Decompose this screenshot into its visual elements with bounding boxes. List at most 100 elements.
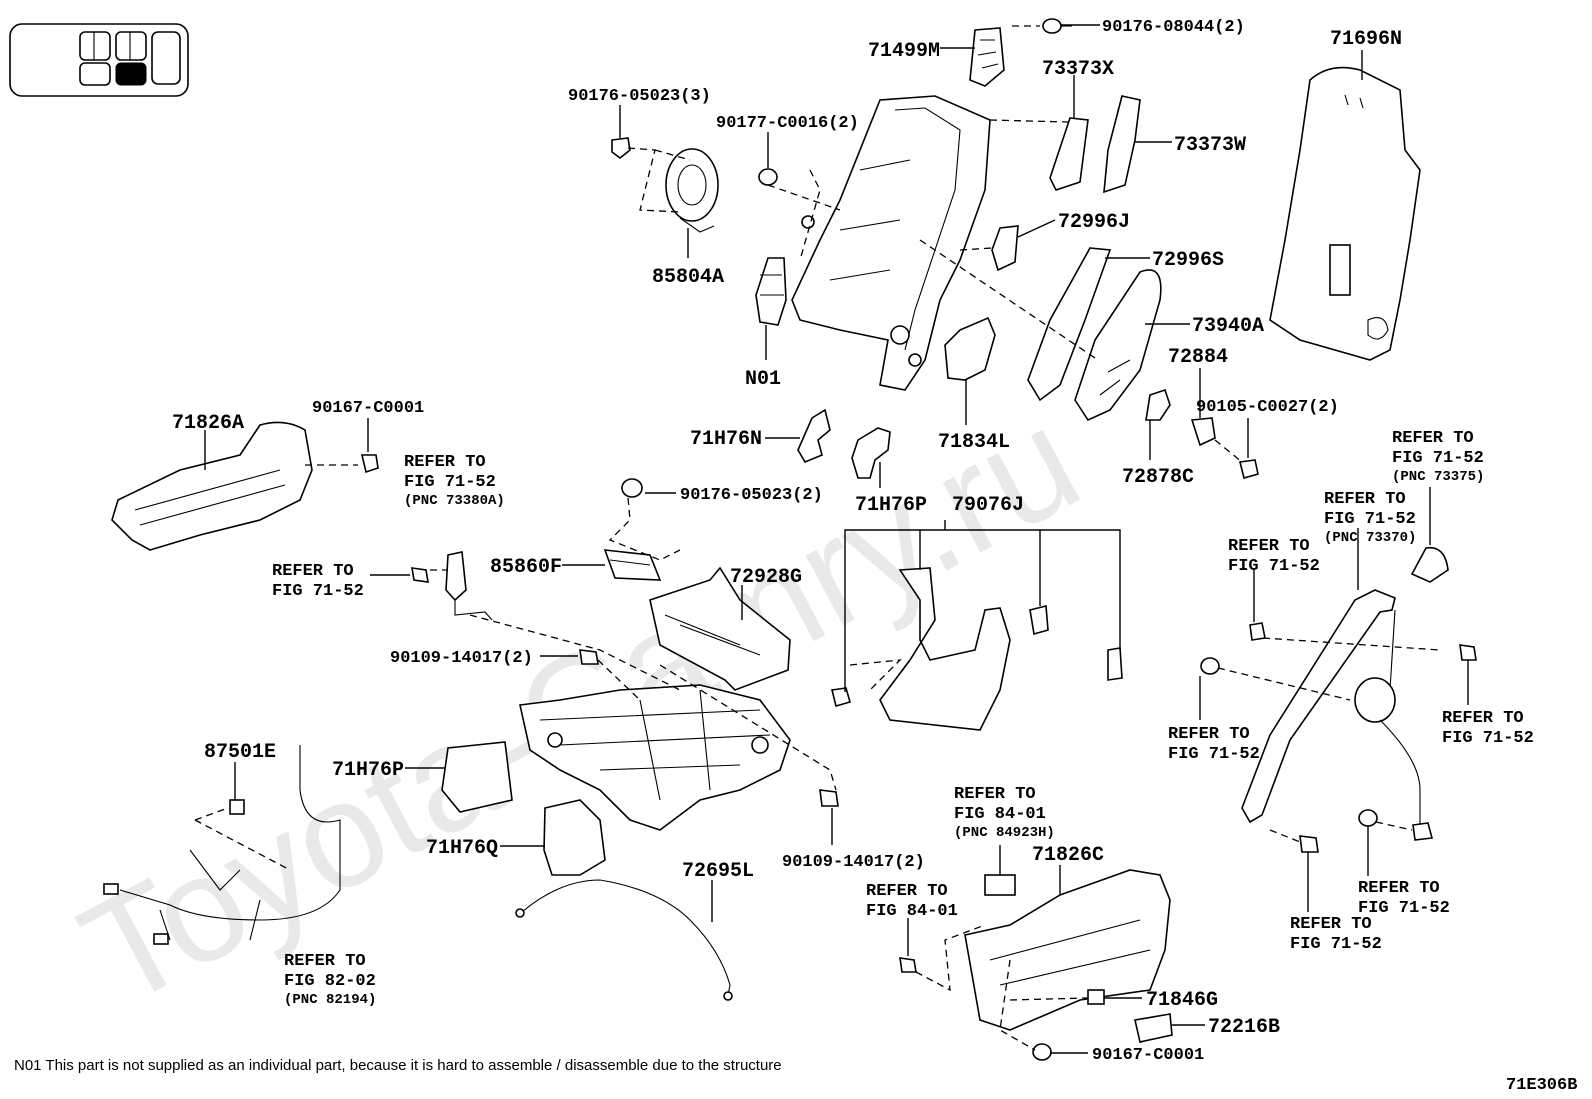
label-90177-C0016: 90177-C0016(2) bbox=[716, 114, 859, 133]
part-72216B-drawing bbox=[1134, 1013, 1173, 1043]
svg-text:REFER TO: REFER TO bbox=[272, 562, 354, 581]
refer-block-73375: REFER TO FIG 71-52 (PNC 73375) bbox=[1392, 429, 1484, 485]
part-71H76Q-drawing bbox=[543, 799, 606, 876]
label-72216B: 72216B bbox=[1208, 1016, 1280, 1039]
bolt-90105-C0027-icon bbox=[1239, 459, 1259, 479]
svg-text:FIG 71-52: FIG 71-52 bbox=[1392, 449, 1484, 468]
label-N01: N01 bbox=[745, 368, 781, 391]
svg-text:REFER TO: REFER TO bbox=[284, 952, 366, 971]
svg-text:REFER TO: REFER TO bbox=[954, 785, 1036, 804]
svg-text:FIG 84-01: FIG 84-01 bbox=[954, 805, 1046, 824]
refer-block-73380A: REFER TO FIG 71-52 (PNC 73380A) bbox=[404, 453, 505, 509]
refer-block-right-upper: REFER TO FIG 71-52 bbox=[1228, 537, 1320, 576]
label-71499M: 71499M bbox=[868, 40, 940, 63]
svg-text:FIG 71-52: FIG 71-52 bbox=[1228, 557, 1320, 576]
refer-block-left-belt-bolt: REFER TO FIG 71-52 bbox=[272, 562, 364, 601]
part-73373W-drawing bbox=[1103, 95, 1141, 194]
label-90176-08044: 90176-08044(2) bbox=[1102, 18, 1245, 37]
svg-text:REFER TO: REFER TO bbox=[1392, 429, 1474, 448]
label-72695L: 72695L bbox=[682, 860, 754, 883]
label-71H76P-mid: 71H76P bbox=[332, 759, 404, 782]
svg-text:FIG 82-02: FIG 82-02 bbox=[284, 972, 376, 991]
label-72928G: 72928G bbox=[730, 566, 802, 589]
part-71499M-drawing bbox=[969, 27, 1005, 87]
label-90109-14017-b: 90109-14017(2) bbox=[782, 853, 925, 872]
svg-text:(PNC 73380A): (PNC 73380A) bbox=[404, 493, 505, 509]
refer-block-73370: REFER TO FIG 71-52 (PNC 73370) bbox=[1324, 490, 1416, 546]
part-73940A-drawing bbox=[1074, 269, 1162, 422]
part-85860F-drawing bbox=[603, 549, 662, 581]
bolt-90176-05023-icon bbox=[611, 137, 631, 160]
part-72996S-drawing bbox=[1027, 247, 1112, 402]
label-90109-14017-a: 90109-14017(2) bbox=[390, 649, 533, 668]
label-79076J: 79076J bbox=[952, 494, 1024, 517]
part-72878C-drawing bbox=[1145, 388, 1171, 421]
label-90167-C0001-top: 90167-C0001 bbox=[312, 399, 424, 418]
label-71826A: 71826A bbox=[172, 412, 244, 435]
part-71826A-drawing bbox=[111, 421, 313, 551]
label-85804A: 85804A bbox=[652, 266, 724, 289]
part-72884-drawing bbox=[1190, 417, 1216, 447]
label-72884: 72884 bbox=[1168, 346, 1228, 369]
bolt-refer-84-01-icon bbox=[899, 957, 917, 973]
label-72996J: 72996J bbox=[1058, 211, 1130, 234]
part-87501E-drawing bbox=[103, 745, 341, 945]
label-71696N: 71696N bbox=[1330, 28, 1402, 51]
label-85860F: 85860F bbox=[490, 556, 562, 579]
label-87501E: 87501E bbox=[204, 741, 276, 764]
part-71H76P-lower-drawing bbox=[441, 741, 513, 813]
label-90105-C0027: 90105-C0027(2) bbox=[1196, 398, 1339, 417]
part-79076J-drawing bbox=[831, 567, 1123, 731]
svg-text:REFER TO: REFER TO bbox=[404, 453, 486, 472]
refer-block-84-01: REFER TO FIG 84-01 bbox=[866, 882, 958, 921]
label-71H76Q: 71H76Q bbox=[426, 837, 498, 860]
label-71846G: 71846G bbox=[1146, 989, 1218, 1012]
part-N01-drawing bbox=[755, 257, 787, 326]
part-85804A-drawing bbox=[665, 148, 719, 233]
svg-text:REFER TO: REFER TO bbox=[1442, 709, 1524, 728]
label-71H76N: 71H76N bbox=[690, 428, 762, 451]
refer-to-blocks: REFER TO FIG 71-52 (PNC 73380A) REFER TO… bbox=[272, 429, 1534, 1008]
bolt-90176-05023-2-icon bbox=[621, 478, 643, 498]
svg-text:FIG 84-01: FIG 84-01 bbox=[866, 902, 958, 921]
seat-locator-icon bbox=[9, 23, 189, 97]
label-72996S: 72996S bbox=[1152, 249, 1224, 272]
nut-90177-C0016-icon bbox=[758, 168, 778, 186]
part-71826C-drawing bbox=[964, 869, 1171, 1031]
svg-text:FIG 71-52: FIG 71-52 bbox=[404, 473, 496, 492]
bolt-refer-71-52-left-icon bbox=[411, 567, 429, 583]
seat-cushion-frame-drawing bbox=[519, 684, 791, 831]
part-71H76N-drawing bbox=[797, 408, 831, 464]
svg-text:REFER TO: REFER TO bbox=[1168, 725, 1250, 744]
svg-text:REFER TO: REFER TO bbox=[1358, 879, 1440, 898]
refer-block-84923H: REFER TO FIG 84-01 (PNC 84923H) bbox=[954, 785, 1055, 841]
leader-lines bbox=[204, 24, 1469, 1054]
label-90176-05023-3: 90176-05023(3) bbox=[568, 87, 711, 106]
svg-text:(PNC 84923H): (PNC 84923H) bbox=[954, 825, 1055, 841]
part-71696N-drawing bbox=[1269, 66, 1421, 361]
svg-text:FIG 71-52: FIG 71-52 bbox=[272, 582, 364, 601]
part-labels: 71499M 90176-08044(2) 71696N 73373X 7337… bbox=[172, 18, 1402, 1065]
part-71846G-drawing bbox=[1087, 989, 1105, 1005]
svg-text:FIG 71-52: FIG 71-52 bbox=[1290, 935, 1382, 954]
label-90167-C0001-bot: 90167-C0001 bbox=[1092, 1046, 1204, 1065]
part-73373X-drawing bbox=[1049, 117, 1089, 191]
part-71834L-drawing bbox=[944, 316, 996, 381]
label-90176-05023-2: 90176-05023(2) bbox=[680, 486, 823, 505]
label-71H76P-top: 71H76P bbox=[855, 494, 927, 517]
label-73373X: 73373X bbox=[1042, 58, 1114, 81]
bolt-90176-08044-icon bbox=[1042, 18, 1072, 34]
svg-text:FIG 71-52: FIG 71-52 bbox=[1442, 729, 1534, 748]
part-72928G-drawing bbox=[649, 566, 791, 691]
assembly-lines bbox=[194, 25, 1441, 1051]
label-73940A: 73940A bbox=[1192, 315, 1264, 338]
label-72878C: 72878C bbox=[1122, 466, 1194, 489]
refer-block-right-middle: REFER TO FIG 71-52 bbox=[1168, 725, 1260, 764]
bolt-90109-14017-a-icon bbox=[579, 649, 599, 665]
svg-text:REFER TO: REFER TO bbox=[1228, 537, 1310, 556]
bolt-90167-C0001-top-icon bbox=[360, 454, 379, 474]
svg-text:REFER TO: REFER TO bbox=[866, 882, 948, 901]
refer-block-82194: REFER TO FIG 82-02 (PNC 82194) bbox=[284, 952, 376, 1008]
svg-text:REFER TO: REFER TO bbox=[1290, 915, 1372, 934]
svg-text:(PNC 73375): (PNC 73375) bbox=[1392, 469, 1484, 485]
